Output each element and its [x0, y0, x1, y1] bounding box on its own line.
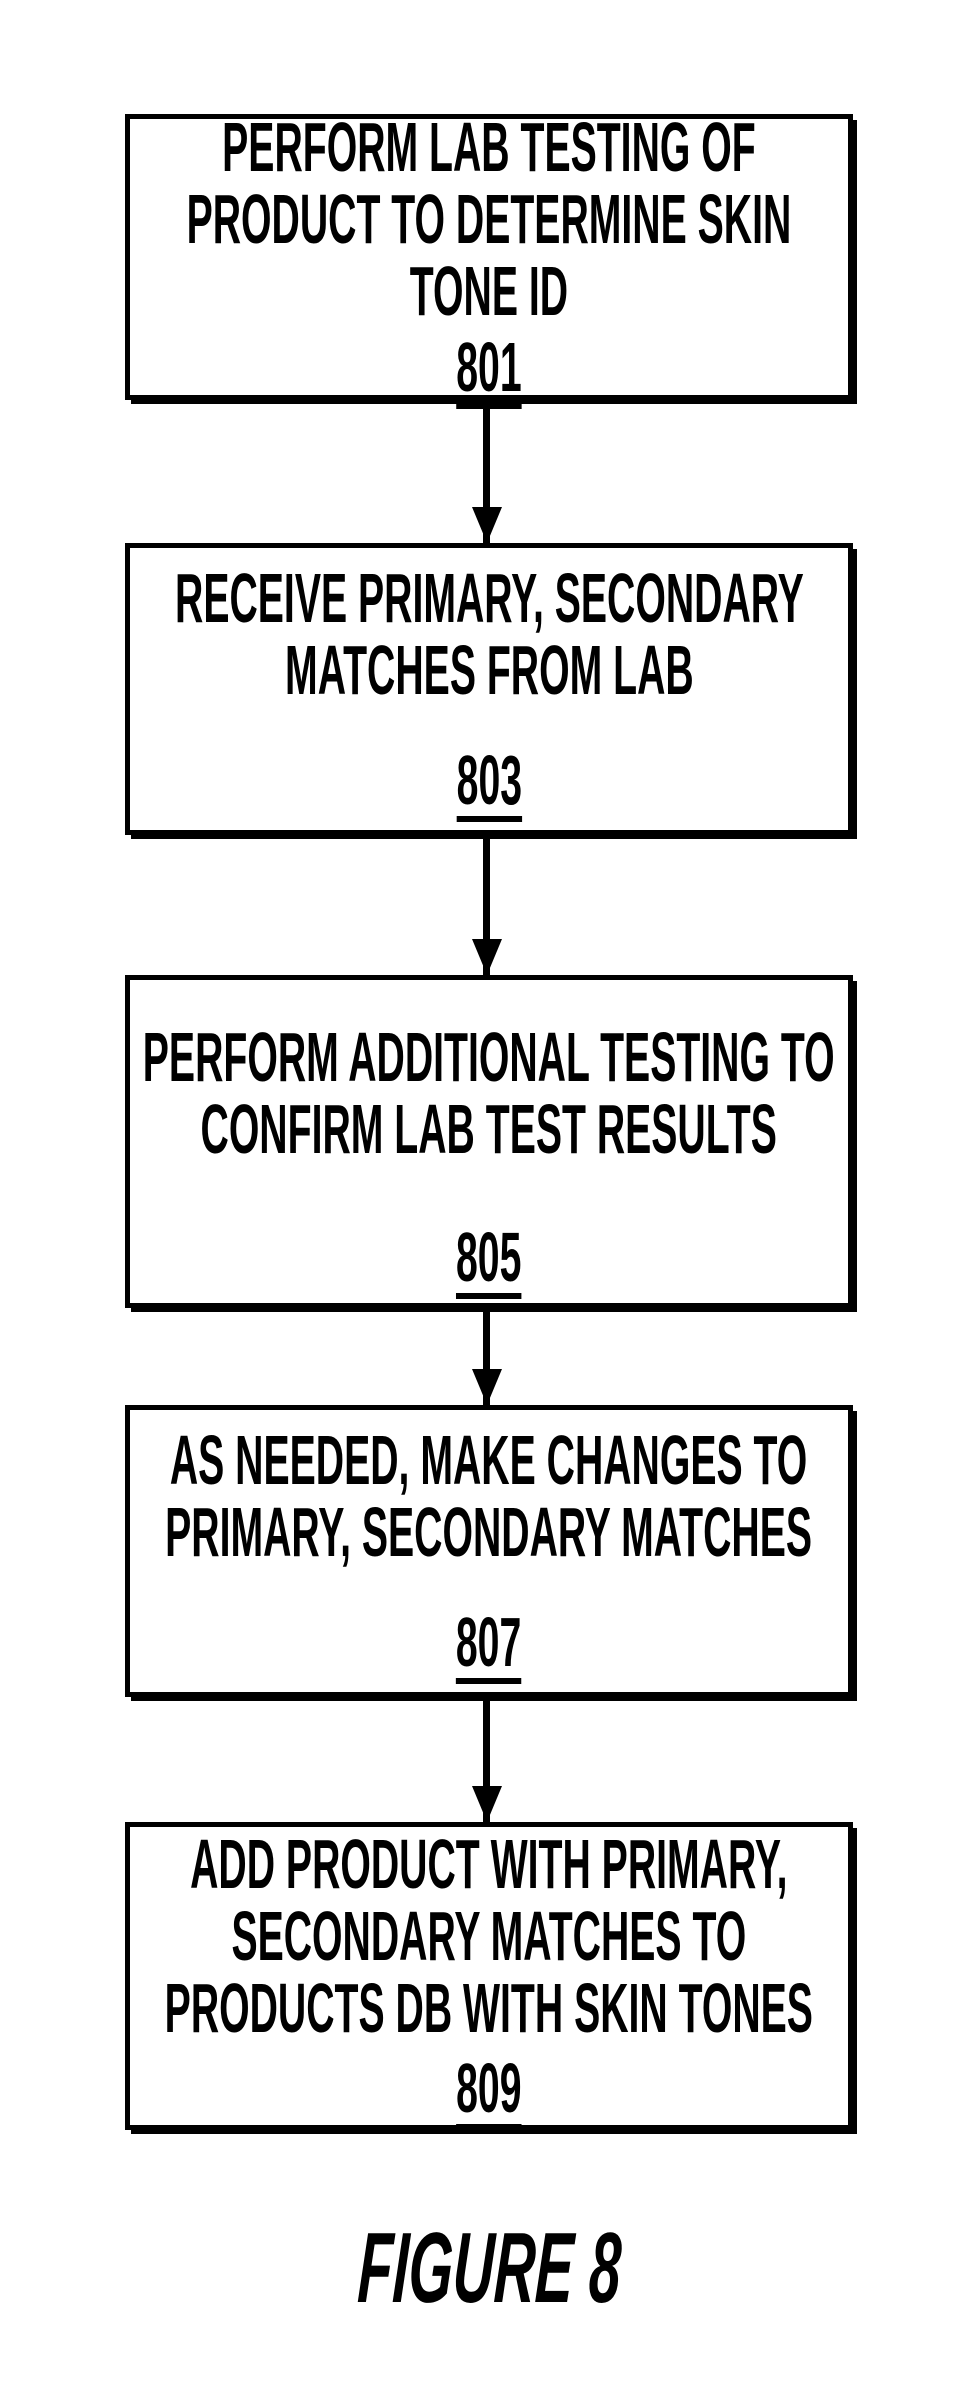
flow-step-content: RECEIVE PRIMARY, SECONDARY MATCHES FROM …: [175, 562, 804, 816]
arrow-down-icon: [483, 1308, 490, 1405]
flow-step-label: PERFORM LAB TESTING OF PRODUCT TO DETERM…: [186, 108, 792, 330]
flow-step-ref: 805: [456, 1217, 522, 1296]
flow-step-ref: 801: [456, 328, 522, 406]
flow-step-box-809: ADD PRODUCT WITH PRIMARY, SECONDARY MATC…: [125, 1822, 853, 2130]
flow-step-content: ADD PRODUCT WITH PRIMARY, SECONDARY MATC…: [165, 1828, 813, 2124]
flow-step-ref: 809: [456, 2049, 522, 2127]
flow-step-label: AS NEEDED, MAKE CHANGES TO PRIMARY, SECO…: [165, 1421, 813, 1571]
arrow-down-icon: [483, 835, 490, 975]
flow-step-content: PERFORM LAB TESTING OF PRODUCT TO DETERM…: [187, 111, 792, 403]
flow-step-label: PERFORM ADDITIONAL TESTING TO CONFIRM LA…: [143, 1017, 835, 1168]
flow-step-content: AS NEEDED, MAKE CHANGES TO PRIMARY, SECO…: [166, 1424, 813, 1678]
flow-step-box-801: PERFORM LAB TESTING OF PRODUCT TO DETERM…: [125, 111, 853, 403]
flow-step-label: RECEIVE PRIMARY, SECONDARY MATCHES FROM …: [174, 559, 804, 709]
flow-step-box-803: RECEIVE PRIMARY, SECONDARY MATCHES FROM …: [125, 543, 853, 835]
flow-step-content: PERFORM ADDITIONAL TESTING TO CONFIRM LA…: [143, 991, 835, 1293]
flow-step-label: ADD PRODUCT WITH PRIMARY, SECONDARY MATC…: [164, 1825, 814, 2047]
figure-caption: FIGURE 8: [0, 2212, 979, 2324]
figure-caption-text: FIGURE 8: [355, 2212, 624, 2324]
arrow-down-icon: [483, 1697, 490, 1822]
flow-step-ref: 807: [456, 1603, 522, 1681]
flow-step-box-805: PERFORM ADDITIONAL TESTING TO CONFIRM LA…: [125, 975, 853, 1308]
flow-step-box-807: AS NEEDED, MAKE CHANGES TO PRIMARY, SECO…: [125, 1405, 853, 1697]
arrow-down-icon: [483, 400, 490, 543]
flow-step-ref: 803: [456, 741, 522, 819]
